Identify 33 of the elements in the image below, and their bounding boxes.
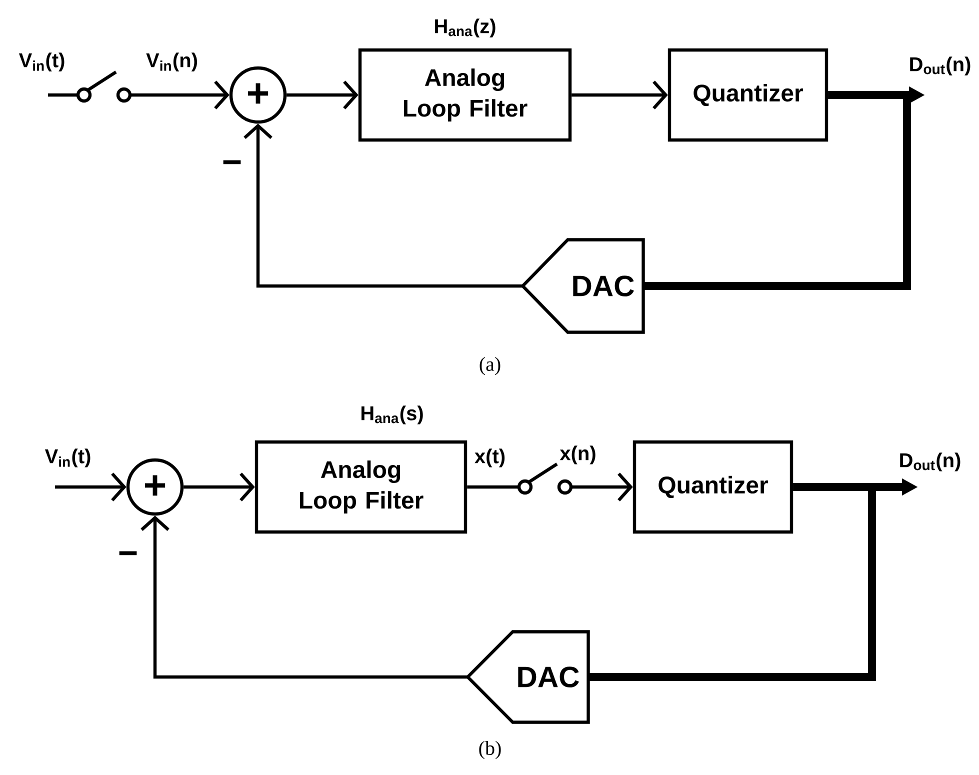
signal-label: x(t) (473, 447, 507, 469)
arrow (184, 472, 255, 502)
arrow (140, 516, 468, 679)
transfer-function-label: H$_{ana}$(s) (362, 406, 423, 424)
signal-label: D$_{out}$(n) (897, 451, 963, 473)
switch-symbol (517, 462, 573, 495)
arrow (244, 124, 523, 288)
signal-label: V$_{in}$(t) (43, 447, 93, 469)
switch-symbol (76, 70, 132, 103)
process-box: Quantizer (668, 48, 828, 142)
arrow (55, 472, 126, 502)
minus-sign: − (119, 551, 137, 556)
signal-line (643, 91, 911, 290)
signal-label: x(n) (558, 444, 598, 466)
summing-junction: + (126, 458, 184, 516)
signal-line (467, 485, 519, 489)
process-box: Quantizer (632, 440, 794, 534)
arrow (572, 80, 668, 110)
summing-junction: + (229, 66, 287, 124)
subfigure-caption: (a) (480, 356, 500, 376)
subfigure-caption: (b) (479, 740, 501, 760)
signal-label: D$_{out}$(n) (907, 55, 973, 77)
transfer-function-label: H$_{ana}$(z) (435, 18, 496, 38)
minus-sign: − (223, 160, 241, 164)
signal-line (588, 483, 876, 681)
process-box: Analog Loop Filter (358, 48, 572, 142)
process-box: Analog Loop Filter (254, 440, 468, 534)
arrow (286, 80, 358, 110)
signal-line (48, 93, 78, 97)
arrow (130, 80, 230, 110)
signal-label: V$_{in}$(t) (17, 51, 67, 73)
arrow (571, 472, 633, 502)
signal-label: V$_{in}$(n) (144, 51, 200, 73)
